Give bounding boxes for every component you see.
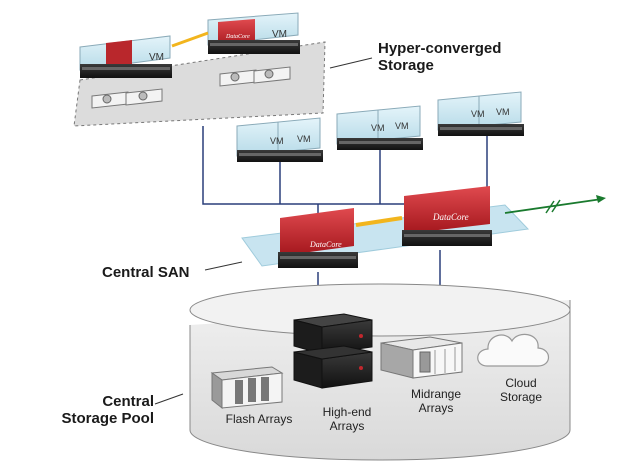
hyperconverged-host-2: DataCore VM [207,12,300,54]
datacore-logo: DataCore [225,34,250,40]
midrange-arrays-label: Midrange Arrays [410,387,462,415]
central-storage-pool-label: Central Storage Pool [61,393,154,427]
local-disks-2 [219,66,291,87]
local-disks-1 [91,88,163,109]
cloud-storage-label: Cloud Storage [499,376,543,404]
flash-arrays-device [210,366,284,410]
cloud-storage-icon [477,333,550,367]
central-san-leader-line [204,261,243,271]
datacore-node-2: DataCore [402,186,492,246]
host-server-3: VM VM [437,91,524,136]
datacore-logo: DataCore [432,212,469,222]
vm-label: VM [471,109,485,119]
vm-label: VM [395,121,409,131]
hyperconverged-storage-label: Hyper-converged Storage [378,40,502,74]
vm-label: VM [270,136,284,146]
flash-arrays-label: Flash Arrays [225,412,293,426]
sync-link [171,31,209,48]
hyperconverged-leader-line [329,57,373,69]
central-san-label: Central SAN [102,264,190,281]
wan-arrow [504,195,606,214]
hyperconverged-host-1: VM [79,35,172,78]
hyperconverged-zone [73,41,326,127]
vm-label: VM [371,123,385,133]
central-pool-leader-line [154,393,184,405]
sync-link [355,216,403,227]
host-server-1: VM VM [236,117,323,162]
vm-label: VM [496,107,510,117]
storage-pool-cylinder [189,283,571,461]
highend-arrays-device [293,313,373,389]
vm-label: VM [297,134,311,144]
host-server-2: VM VM [336,105,423,150]
vm-label: VM [149,52,164,63]
midrange-arrays-device [380,336,463,379]
highend-arrays-label: High-end Arrays [322,405,372,433]
datacore-logo: DataCore [309,240,342,249]
datacore-node-1: DataCore [278,208,358,268]
vm-label: VM [272,29,287,40]
